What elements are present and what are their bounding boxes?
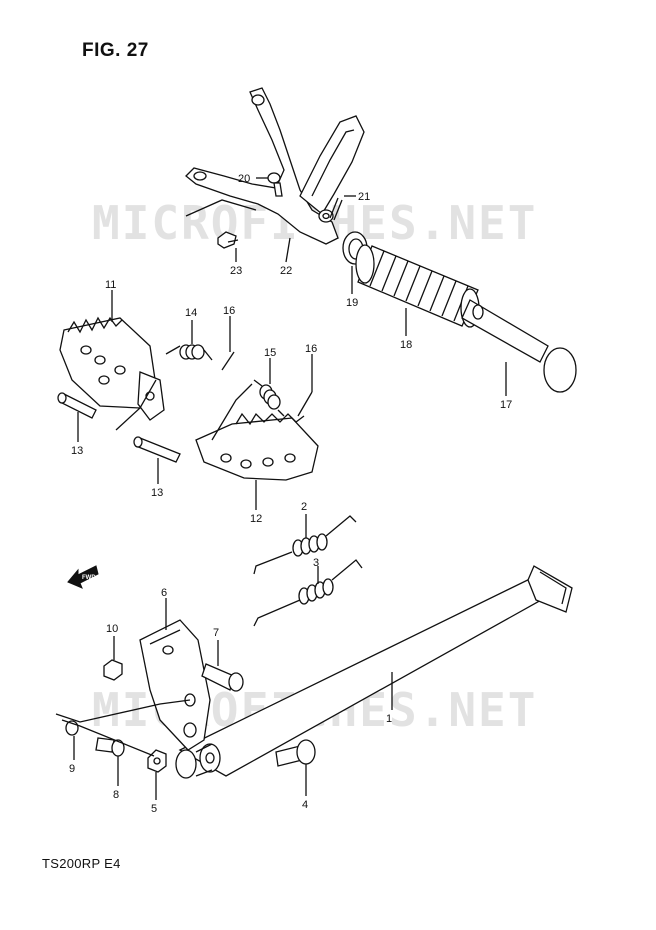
footrest-part-11 [59, 316, 165, 421]
bolt-part-8 [95, 737, 125, 757]
callout-14: 14 [185, 307, 197, 319]
cotter-pin-part-16-lower [297, 391, 313, 417]
cotter-pin-part-21 [329, 197, 343, 221]
bolt-part-20 [267, 172, 283, 197]
pin-part-13-upper [57, 392, 97, 419]
callout-3: 3 [313, 557, 319, 569]
rubber-grip-part-18 [355, 244, 480, 328]
callout-22: 22 [280, 265, 292, 277]
callout-8: 8 [113, 789, 119, 801]
callout-2: 2 [301, 501, 307, 513]
nut-part-5 [147, 749, 167, 773]
cotter-pin-part-16-upper [221, 351, 235, 371]
spring-part-3 [253, 559, 363, 627]
bolt-part-7 [201, 663, 244, 692]
spring-part-2 [253, 515, 357, 575]
callout-1: 1 [386, 713, 392, 725]
forward-direction-arrow: FWD [67, 565, 99, 589]
footrest-shaft-part-17 [461, 299, 577, 393]
callout-16-lower: 16 [305, 343, 317, 355]
leader-lines [55, 177, 507, 800]
callout-12: 12 [250, 513, 262, 525]
callout-numbers: 1 2 3 4 5 6 7 8 9 10 11 12 13 13 14 15 1… [69, 173, 512, 815]
spring-part-15 [253, 379, 285, 417]
callout-6: 6 [161, 587, 167, 599]
callout-10: 10 [106, 623, 118, 635]
callout-13-lower: 13 [151, 487, 163, 499]
callout-9: 9 [69, 763, 75, 775]
callout-17: 17 [500, 399, 512, 411]
nut-part-10 [103, 659, 123, 681]
callout-18: 18 [400, 339, 412, 351]
model-code: TS200RP E4 [42, 856, 121, 871]
bracket-part-6 [139, 619, 211, 751]
forward-label: FWD [82, 575, 96, 581]
bracket-part-22 [185, 87, 365, 245]
callout-5: 5 [151, 803, 157, 815]
bolt-part-4 [275, 739, 316, 767]
callout-15: 15 [264, 347, 276, 359]
pin-part-13-lower [133, 436, 181, 463]
bolt-part-23 [217, 231, 239, 249]
callout-7: 7 [213, 627, 219, 639]
callout-16-upper: 16 [223, 305, 235, 317]
callout-11: 11 [105, 279, 116, 291]
callout-19: 19 [346, 297, 358, 309]
side-stand-part-1 [175, 565, 573, 779]
callout-20: 20 [238, 173, 250, 185]
callout-4: 4 [302, 799, 308, 811]
figure-title: FIG. 27 [82, 40, 149, 61]
callout-23: 23 [230, 265, 242, 277]
footrest-part-12 [195, 412, 319, 481]
callout-13-upper: 13 [71, 445, 83, 457]
spring-part-14 [165, 344, 213, 361]
callout-21: 21 [358, 191, 370, 203]
